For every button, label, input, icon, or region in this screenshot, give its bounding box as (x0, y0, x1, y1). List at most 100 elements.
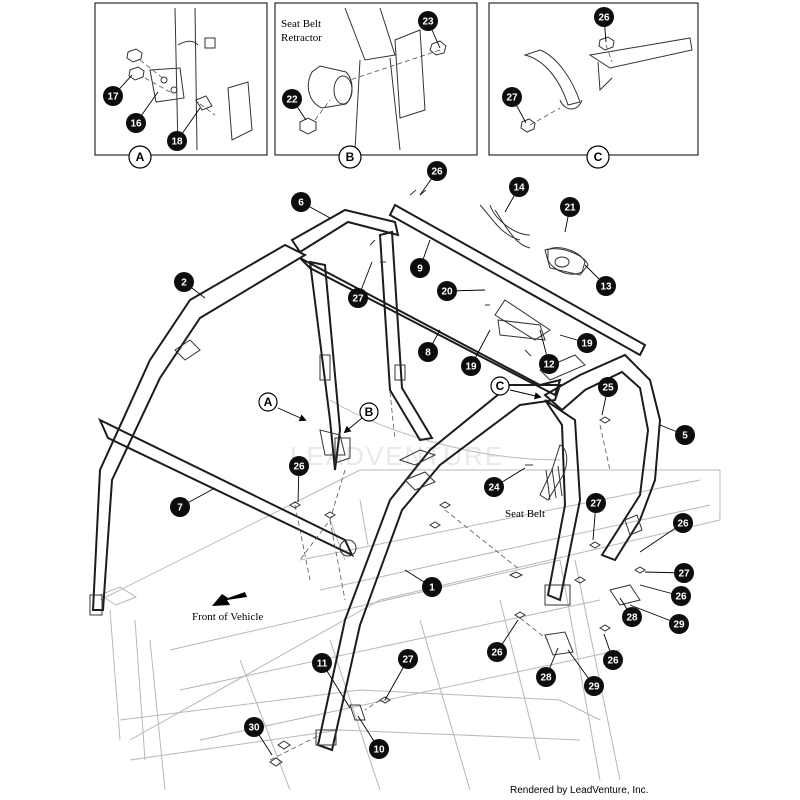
svg-text:C: C (594, 150, 603, 164)
callout-5-14: 5 (659, 424, 695, 445)
svg-text:B: B (346, 150, 355, 164)
callout-26-21: 26 (639, 584, 691, 606)
callout-view-b-22-number: 22 (286, 95, 298, 106)
callout-view-a-18-number: 18 (171, 137, 183, 148)
callout-9-5: 9 (410, 239, 431, 278)
svg-text:B: B (365, 405, 374, 419)
front-of-vehicle-indicator: Front of Vehicle (192, 592, 263, 623)
callout-27-20-number: 27 (678, 569, 690, 580)
callout-6-1-number: 6 (298, 198, 304, 209)
callout-26-0-number: 26 (431, 167, 443, 178)
callout-view-b-23: 23 (418, 11, 441, 49)
callout-27-7-number: 27 (352, 294, 364, 305)
callout-21-3-number: 21 (564, 203, 576, 214)
callout-10-32: 10 (357, 715, 389, 759)
callout-view-a-17-number: 17 (107, 92, 119, 103)
callout-1-22: 1 (404, 569, 442, 597)
seat-belt-label: Seat Belt (505, 508, 545, 520)
view-letter-b: B (338, 145, 362, 169)
callout-20-8-number: 20 (441, 287, 453, 298)
callout-29-28-number: 29 (588, 682, 600, 693)
callout-19-10-number: 19 (465, 362, 477, 373)
callout-7-17-number: 7 (177, 503, 183, 514)
roll-cage-tubes (89, 189, 662, 767)
callout-28-24: 28 (619, 597, 642, 627)
callout-27-18-number: 27 (590, 499, 602, 510)
callout-26-23: 26 (487, 619, 519, 662)
detail-view-callouts: 17 16 18 23 22 26 27 (103, 7, 614, 151)
watermark: LEADVENTURE (290, 441, 504, 471)
callout-21-3: 21 (560, 197, 580, 233)
callout-26-26-number: 26 (607, 656, 619, 667)
callout-28-27-number: 28 (540, 673, 552, 684)
callout-5-14-number: 5 (682, 431, 688, 442)
rendered-by-credit: Rendered by LeadVenture, Inc. (510, 785, 648, 796)
callout-26-16: 26 (289, 456, 309, 503)
callout-28-27: 28 (536, 647, 559, 687)
callout-8-9-number: 8 (425, 348, 431, 359)
callout-13-6: 13 (584, 264, 616, 296)
callout-28-24-number: 28 (626, 613, 638, 624)
callout-view-c-27-number: 27 (506, 93, 518, 104)
callout-26-19-number: 26 (677, 519, 689, 530)
vehicle-frame (98, 399, 721, 791)
callout-26-21-number: 26 (675, 592, 687, 603)
callout-2-4: 2 (174, 272, 206, 299)
callout-25-13-number: 25 (602, 383, 614, 394)
detail-view-b (274, 2, 478, 156)
callout-10-32-number: 10 (373, 745, 385, 756)
callout-30-31: 30 (244, 717, 273, 756)
callout-24-15: 24 (484, 467, 526, 497)
callout-26-16-number: 26 (293, 462, 305, 473)
callout-view-c-27: 27 (502, 87, 527, 124)
svg-text:A: A (136, 150, 145, 164)
callout-26-26: 26 (603, 633, 623, 670)
seat-belt-retractor-label: Seat Belt Retractor (281, 18, 324, 44)
callout-view-a-18: 18 (167, 107, 201, 151)
callout-7-17: 7 (170, 487, 216, 517)
callout-12-11-number: 12 (543, 360, 555, 371)
callout-19-12-number: 19 (581, 339, 593, 350)
callout-12-11: 12 (539, 329, 559, 374)
callout-view-b-22: 22 (282, 89, 307, 121)
callout-29-28: 29 (567, 649, 604, 696)
callout-29-25: 29 (629, 604, 689, 634)
callout-26-0: 26 (419, 161, 447, 196)
callout-24-15-number: 24 (488, 483, 500, 494)
callout-20-8: 20 (437, 281, 486, 301)
detail-view-c (488, 2, 699, 156)
callout-1-22-number: 1 (429, 583, 435, 594)
view-letter-c: C (586, 145, 610, 169)
callout-view-b-23-number: 23 (422, 17, 434, 28)
callout-8-9: 8 (418, 329, 441, 362)
callout-2-4-number: 2 (181, 278, 187, 289)
callout-6-1: 6 (291, 192, 331, 219)
callout-11-29-number: 11 (317, 659, 328, 670)
callout-view-c-26: 26 (594, 7, 614, 43)
callout-14-2-number: 14 (513, 183, 525, 194)
svg-text:C: C (496, 379, 505, 393)
svg-text:A: A (264, 395, 273, 409)
callout-view-a-16-number: 16 (130, 119, 142, 130)
callout-11-29: 11 (312, 653, 351, 709)
callout-27-18: 27 (586, 493, 606, 541)
callout-view-c-26-number: 26 (598, 13, 610, 24)
callout-27-30-number: 27 (402, 655, 414, 666)
callout-30-31-number: 30 (248, 723, 260, 734)
view-reference-c: C (490, 376, 542, 400)
callout-26-23-number: 26 (491, 648, 503, 659)
callout-view-a-16: 16 (126, 91, 159, 133)
callout-25-13: 25 (598, 377, 618, 416)
callout-26-19: 26 (639, 513, 693, 553)
callout-27-20: 27 (644, 563, 694, 583)
callout-13-6-number: 13 (600, 282, 612, 293)
callout-view-a-17: 17 (103, 74, 133, 106)
view-reference-b: B (343, 402, 379, 434)
callout-14-2: 14 (504, 177, 529, 213)
callout-27-7: 27 (348, 261, 373, 308)
detail-view-a (94, 2, 268, 156)
callout-9-5-number: 9 (417, 264, 423, 275)
view-reference-a: A (258, 392, 307, 422)
callout-19-12: 19 (559, 333, 597, 353)
